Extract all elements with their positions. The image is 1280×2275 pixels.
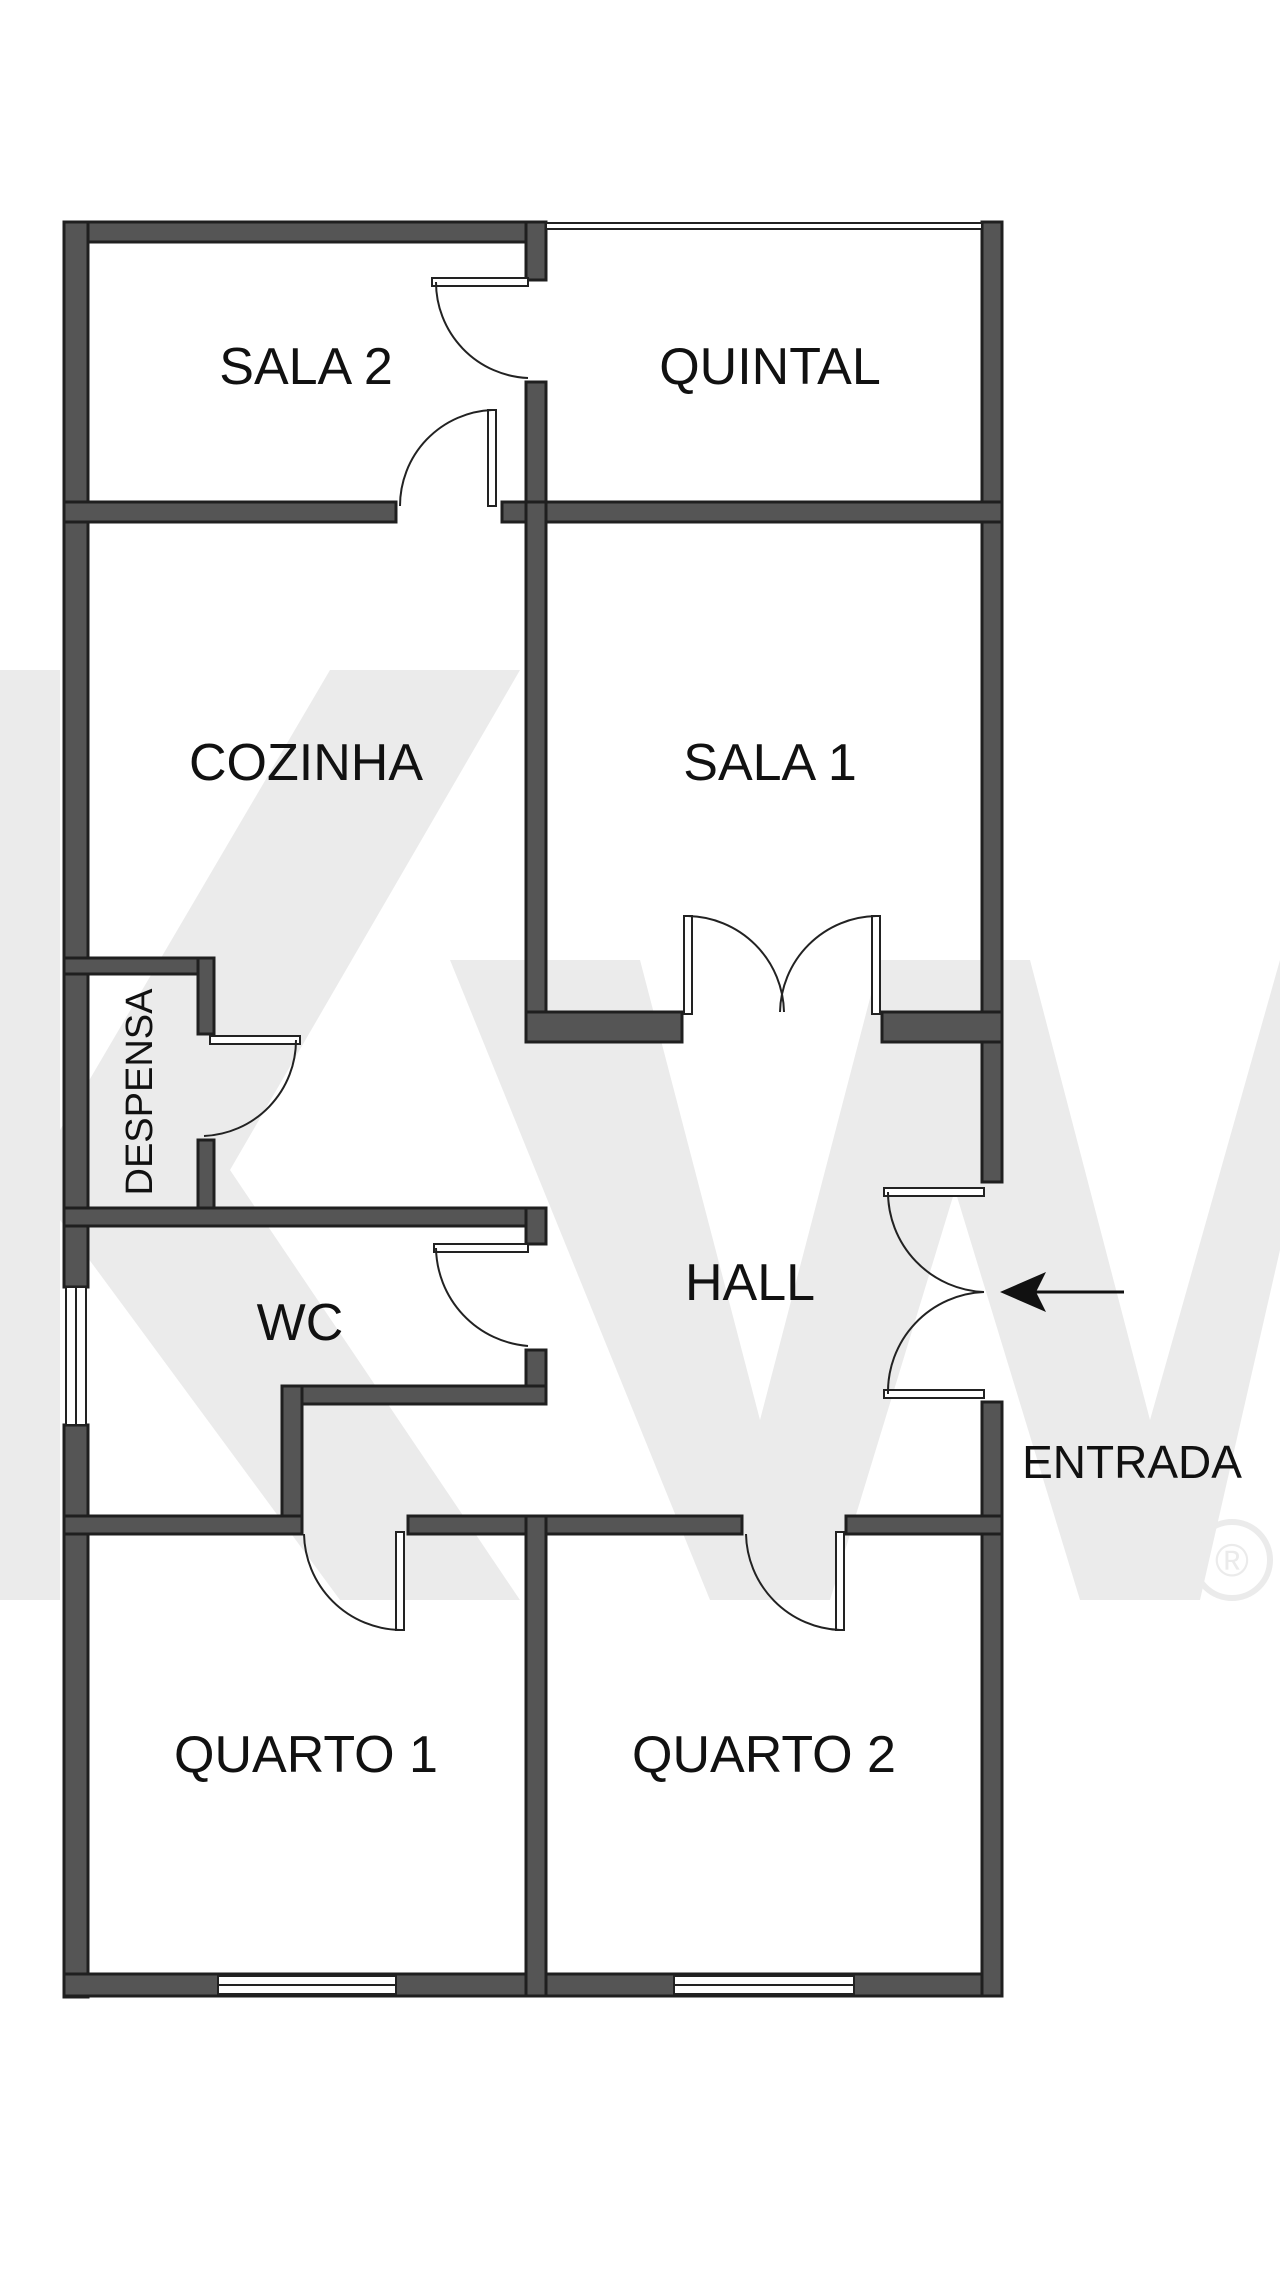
room-label-quarto1: QUARTO 1 (174, 1726, 438, 1784)
wall-wc-top (62, 1206, 548, 1228)
wall-quartos-top-mid (406, 1514, 744, 1536)
wall-quartos-divider (524, 1514, 548, 1998)
wall-sala2-bottom-right (500, 500, 1004, 524)
wall-left-upper (62, 220, 90, 1289)
window-quintal-top (545, 222, 983, 230)
door-sala1-hall-double (683, 915, 881, 1015)
wall-quartos-top-right (844, 1514, 1004, 1536)
svg-text:®: ® (1215, 1534, 1249, 1586)
door-wc (433, 1243, 529, 1347)
wall-wc-step-vertical (280, 1384, 304, 1534)
wall-quartos-top-left (62, 1514, 304, 1536)
wall-sala2-bottom-left (62, 500, 398, 524)
door-despensa (203, 1035, 301, 1137)
door-quarto1 (303, 1531, 405, 1631)
door-entrance-double (883, 1187, 985, 1399)
registered-mark-icon (1191, 1519, 1273, 1601)
door-quarto2 (745, 1531, 845, 1631)
entrance-arrow-icon (1000, 1272, 1124, 1312)
room-label-hall: HALL (685, 1254, 815, 1312)
room-label-quarto2: QUARTO 2 (632, 1726, 896, 1784)
wall-top-left (62, 220, 548, 244)
wall-right-upper (980, 220, 1004, 1184)
wall-despensa-right-top (196, 956, 216, 1036)
wall-left-lower (62, 1423, 90, 1999)
wall-sala1-bottom-right (880, 1010, 1004, 1044)
wall-despensa-top (62, 956, 216, 976)
wall-sala1-left (524, 500, 548, 1044)
wall-wc-step-horizontal (280, 1384, 548, 1406)
doors (203, 277, 985, 1631)
wall-sala1-bottom-left (524, 1010, 684, 1044)
door-sala2-cozinha (398, 409, 497, 507)
room-label-wc: WC (257, 1294, 344, 1352)
room-label-quintal: QUINTAL (659, 338, 881, 396)
entrance-label: ENTRADA (1022, 1436, 1242, 1488)
room-label-sala2: SALA 2 (219, 338, 392, 396)
door-sala2-quintal (431, 277, 529, 379)
room-label-cozinha: COZINHA (189, 734, 423, 792)
watermark-logo: ® (0, 670, 1280, 1601)
windows (65, 222, 983, 1995)
room-label-sala1: SALA 1 (683, 734, 856, 792)
wall-right-lower (980, 1400, 1004, 1998)
room-label-despensa: DESPENSA (119, 988, 161, 1196)
wall-sala2-right-top (524, 220, 548, 282)
room-labels: SALA 2 QUINTAL COZINHA SALA 1 DESPENSA W… (119, 338, 1242, 1784)
wall-wc-right-top (524, 1206, 548, 1246)
